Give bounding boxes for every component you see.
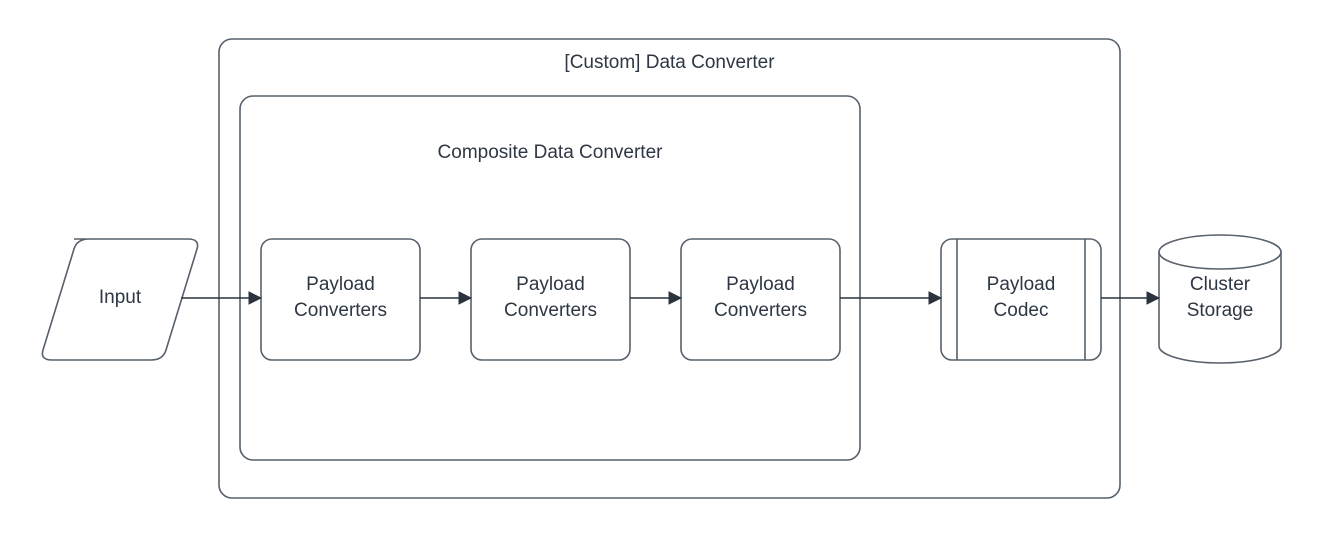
arrow-head-icon bbox=[668, 291, 683, 305]
input-label: Input bbox=[99, 287, 142, 308]
payload-converters-2-label-line-1: Payload bbox=[516, 274, 585, 295]
connector-payload-converters-2-to-3 bbox=[630, 291, 683, 305]
payload-converters-2-label-line-2: Converters bbox=[504, 300, 597, 321]
arrow-head-icon bbox=[928, 291, 943, 305]
connector-payload-converters-1-to-2 bbox=[420, 291, 473, 305]
connector-input-to-payload-converters-1 bbox=[181, 291, 263, 305]
payload-converters-2-box[interactable] bbox=[470, 238, 631, 361]
payload-converters-1-label-line-2: Converters bbox=[294, 300, 387, 321]
cluster-storage-label-line-1: Cluster bbox=[1190, 274, 1251, 295]
node-payload-converters-1[interactable]: Payload Converters bbox=[260, 238, 421, 361]
node-input[interactable]: Input bbox=[41, 238, 199, 361]
connector-payload-converters-3-to-payload-codec bbox=[840, 291, 943, 305]
payload-codec-label-line-2: Codec bbox=[994, 300, 1049, 321]
payload-codec-box[interactable] bbox=[940, 238, 1102, 361]
arrow-head-icon bbox=[1146, 291, 1161, 305]
composite-data-converter-label: Composite Data Converter bbox=[438, 142, 664, 163]
payload-converters-3-label-line-2: Converters bbox=[714, 300, 807, 321]
input-parallelogram[interactable] bbox=[41, 238, 199, 361]
cluster-storage-label-line-2: Storage bbox=[1187, 300, 1254, 321]
arrow-head-icon bbox=[458, 291, 473, 305]
custom-data-converter-label: [Custom] Data Converter bbox=[564, 52, 775, 73]
payload-converters-3-label-line-1: Payload bbox=[726, 274, 795, 295]
node-payload-converters-3[interactable]: Payload Converters bbox=[680, 238, 841, 361]
node-payload-codec[interactable]: Payload Codec bbox=[940, 238, 1102, 361]
payload-converters-1-box[interactable] bbox=[260, 238, 421, 361]
payload-converters-3-box[interactable] bbox=[680, 238, 841, 361]
arrow-head-icon bbox=[248, 291, 263, 305]
payload-converters-1-label-line-1: Payload bbox=[306, 274, 375, 295]
payload-codec-label-line-1: Payload bbox=[987, 274, 1056, 295]
node-payload-converters-2[interactable]: Payload Converters bbox=[470, 238, 631, 361]
node-cluster-storage[interactable]: Cluster Storage bbox=[1158, 234, 1282, 364]
cluster-storage-body[interactable] bbox=[1158, 251, 1282, 364]
connector-payload-codec-to-cluster-storage bbox=[1101, 291, 1161, 305]
cluster-storage-top-ellipse bbox=[1158, 234, 1282, 270]
